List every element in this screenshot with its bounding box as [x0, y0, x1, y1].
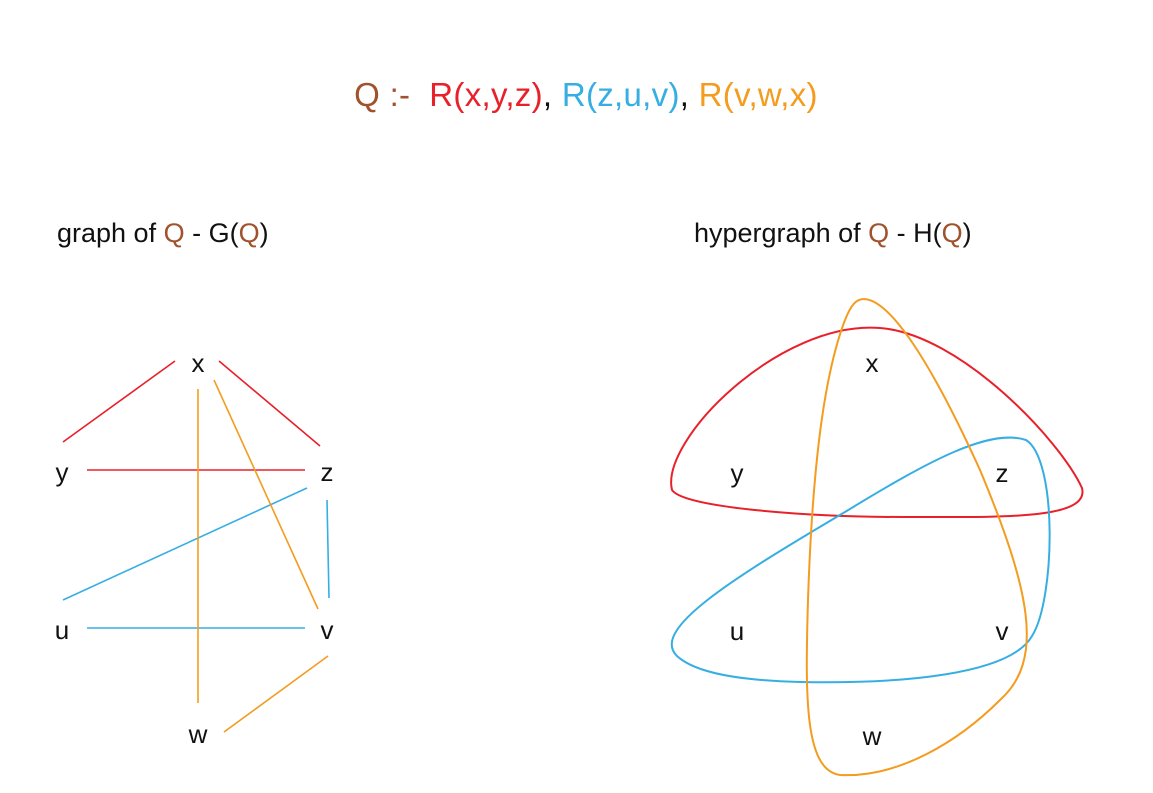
graph-edge-v-w: [223, 655, 329, 733]
hypergraph-node-v: v: [996, 616, 1009, 646]
graph-node-v: v: [321, 615, 334, 645]
hyperedge-xyz: [670, 326, 1084, 519]
hypergraph-node-z: z: [996, 458, 1009, 488]
graph-node-z: z: [321, 457, 334, 487]
graph-caption-q2: Q: [238, 218, 260, 248]
graph-edges: [62, 360, 330, 733]
query-comma-2: ,: [679, 76, 699, 113]
graph-edge-z-v: [326, 499, 330, 599]
graph-caption-q: Q: [163, 218, 185, 248]
query-expression: Q :- R(x,y,z), R(z,u,v), R(v,w,x): [0, 38, 1153, 114]
query-comma-1: ,: [542, 76, 562, 113]
hypergraph-edges: [670, 297, 1084, 777]
graph-nodes: x y z u v w: [55, 348, 334, 749]
hypergraph-caption-q: Q: [868, 218, 890, 248]
query-atom-1: R(x,y,z): [429, 76, 543, 113]
hypergraph-caption-suffix: ): [962, 218, 972, 248]
query-head: Q: [354, 76, 381, 113]
graph-caption-suffix: ): [259, 218, 269, 248]
graph-edge-x-y: [62, 360, 176, 443]
graph-node-w: w: [188, 719, 208, 749]
query-atom-3: R(v,w,x): [698, 76, 818, 113]
hypergraph-node-y: y: [731, 458, 744, 488]
query-atom-2: R(z,u,v): [561, 76, 680, 113]
graph-edge-z-u: [62, 487, 308, 601]
graph-caption-prefix: graph of: [57, 218, 164, 248]
hypergraph-node-u: u: [730, 616, 744, 646]
query-rule-separator: :-: [380, 76, 430, 113]
graph-caption-mid: - G(: [184, 218, 239, 248]
graph-node-x: x: [192, 348, 205, 378]
graph-node-y: y: [56, 457, 69, 487]
hyperedge-vwx: [805, 297, 1028, 777]
hypergraph-caption-mid: - H(: [889, 218, 942, 248]
graph-edge-x-v: [213, 379, 319, 610]
hypergraph-caption: hypergraph of Q - H(Q): [694, 218, 972, 249]
graph-edge-x-z: [218, 360, 321, 447]
hypergraph-caption-q2: Q: [941, 218, 963, 248]
graph-caption: graph of Q - G(Q): [57, 218, 269, 249]
hypergraph-node-x: x: [866, 348, 879, 378]
hypergraph-caption-prefix: hypergraph of: [694, 218, 869, 248]
hypergraph-node-w: w: [862, 721, 882, 751]
hyperedge-zuv: [670, 436, 1051, 684]
hypergraph-nodes: x y z u v w: [730, 348, 1009, 751]
graph-node-u: u: [55, 615, 69, 645]
